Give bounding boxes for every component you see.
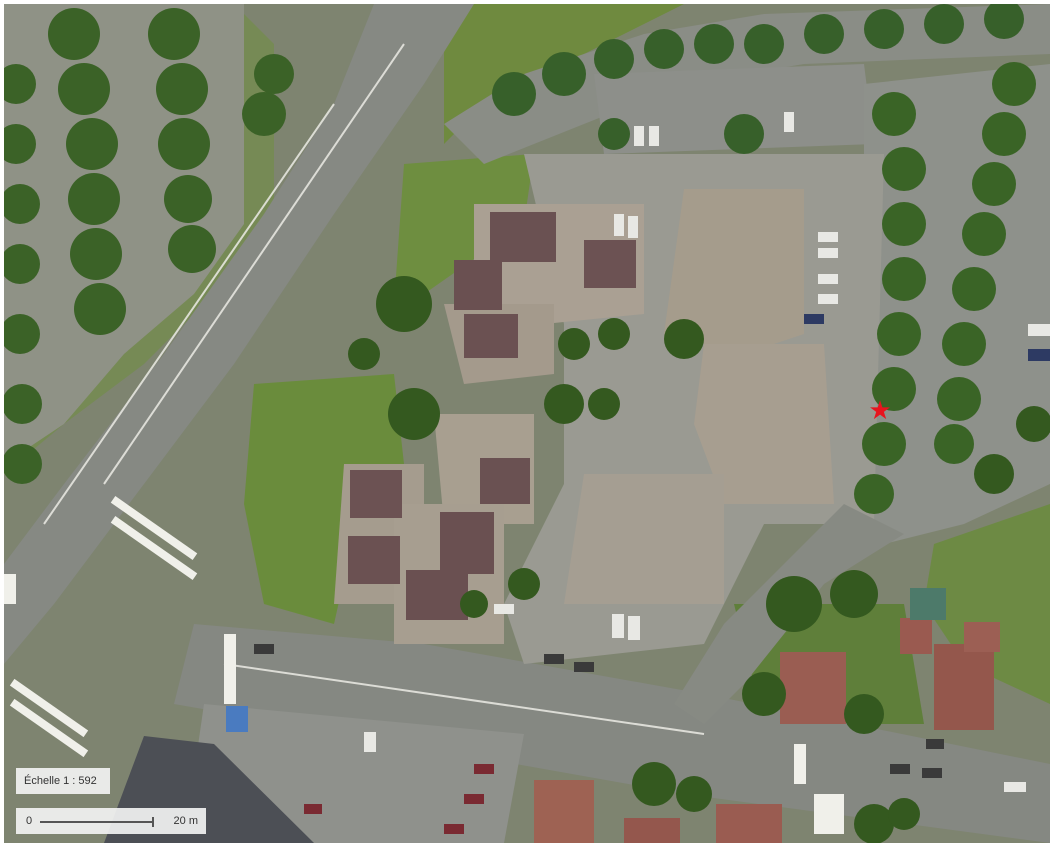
scale-bar-distance: 20 m (173, 815, 198, 827)
scale-bar: 0 20 m (16, 808, 206, 834)
location-marker-star-icon[interactable]: ★ (868, 395, 892, 425)
aerial-map[interactable]: ★ Échelle 1 : 592 0 20 m (4, 4, 1050, 843)
aerial-imagery (4, 4, 1050, 843)
scale-ratio-label: Échelle 1 : 592 (16, 768, 110, 794)
scale-bar-start: 0 (26, 815, 33, 827)
scale-bar-line (40, 817, 154, 827)
